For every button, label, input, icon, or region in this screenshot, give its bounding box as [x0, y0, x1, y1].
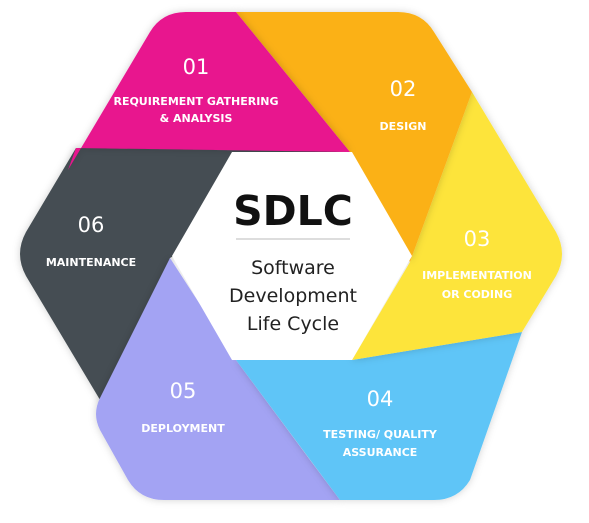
segment-06-maintenance	[20, 148, 350, 430]
stage-03-number: 03	[464, 227, 491, 251]
segment-02-design	[236, 12, 472, 262]
stage-01-label-line-2: & ANALYSIS	[160, 112, 233, 125]
stage-06-label-line-1: MAINTENANCE	[46, 256, 136, 269]
stage-02-label-line-1: DESIGN	[380, 120, 427, 133]
hexagon-segments	[20, 12, 562, 500]
stage-03-label-line-2: OR CODING	[442, 288, 513, 301]
stage-01-label-line-1: REQUIREMENT GATHERING	[113, 95, 278, 108]
stage-03-label-line-1: IMPLEMENTATION	[422, 269, 532, 282]
segment-05-deployment	[96, 258, 340, 500]
stage-01-number: 01	[183, 55, 210, 79]
stage-05-number: 05	[170, 379, 197, 403]
center-subtitle-line-2: Development	[229, 285, 357, 307]
stage-05-label-line-1: DEPLOYMENT	[141, 422, 225, 435]
segment-03-implementation	[352, 92, 562, 360]
center-subtitle-line-1: Software	[251, 257, 335, 279]
stage-04-number: 04	[367, 387, 394, 411]
stage-04-label-line-2: ASSURANCE	[343, 446, 418, 459]
segment-01-requirement	[68, 12, 350, 170]
stage-02-number: 02	[390, 77, 417, 101]
stage-06-number: 06	[78, 213, 105, 237]
segment-04-testing	[236, 332, 522, 500]
center-subtitle-line-3: Life Cycle	[247, 313, 339, 335]
center-title: SDLC	[233, 187, 353, 235]
stage-04-label-line-1: TESTING/ QUALITY	[323, 428, 438, 441]
center-hexagon	[172, 152, 412, 360]
